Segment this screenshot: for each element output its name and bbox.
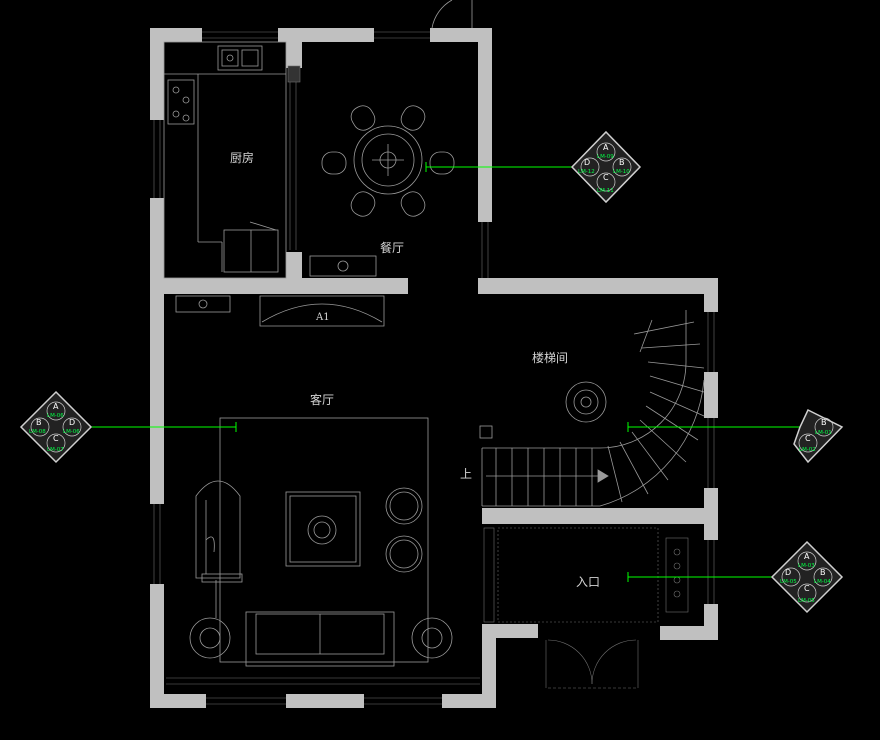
tag-code: LM-03 bbox=[798, 563, 815, 569]
room-labels: 厨房 餐厅 客厅 楼梯间 入口 A1 上 bbox=[230, 150, 600, 589]
dining-table bbox=[353, 125, 423, 195]
tag-letter: C bbox=[804, 584, 810, 593]
tag-code: LM-11 bbox=[597, 188, 614, 194]
tag-letter: A bbox=[53, 402, 59, 411]
living-chaise bbox=[195, 480, 243, 583]
living-poufs bbox=[385, 487, 423, 573]
tag-code: LM-02 bbox=[799, 447, 816, 453]
tag-code: LM-01 bbox=[815, 430, 832, 436]
stairs-label: 楼梯间 bbox=[532, 350, 568, 365]
kitchen-furniture bbox=[163, 41, 287, 279]
tag-letter: B bbox=[821, 418, 827, 427]
wall-marker-label: A1 bbox=[315, 312, 330, 323]
tag-code: LM-10 bbox=[613, 169, 630, 175]
tag-letter: B bbox=[820, 568, 826, 577]
living-curtain bbox=[166, 677, 480, 685]
living-label: 客厅 bbox=[310, 392, 334, 407]
tag-letter: B bbox=[619, 158, 625, 167]
sliding-door bbox=[287, 65, 301, 250]
tag-letter: B bbox=[36, 418, 42, 427]
tag-letter: C bbox=[53, 434, 59, 443]
tag-code: LM-04 bbox=[814, 579, 831, 585]
tag-letter: D bbox=[69, 418, 75, 427]
tag-code: LM-12 bbox=[578, 169, 595, 175]
tag-letter: A bbox=[804, 552, 810, 561]
walls bbox=[150, 28, 718, 708]
dining-chairs bbox=[321, 105, 455, 217]
tag-letter: D bbox=[584, 158, 590, 167]
dining-label: 餐厅 bbox=[380, 240, 404, 255]
tag-code: LM-06 bbox=[63, 429, 80, 435]
entrance-label: 入口 bbox=[576, 575, 600, 589]
elevation-tag-entrance[interactable]: A B C D LM-03 LM-04 LM-05 LM-05 bbox=[770, 540, 844, 614]
tag-code: LM-07 bbox=[47, 447, 64, 453]
tag-code: LM-05 bbox=[798, 598, 815, 604]
elevation-tag-living[interactable]: A B C D LM-06 LM-08 LM-07 LM-06 bbox=[19, 390, 93, 464]
stair-medallion bbox=[565, 381, 607, 423]
living-tv-cabinet bbox=[175, 295, 385, 327]
top-door bbox=[431, 0, 473, 29]
living-sofa bbox=[245, 611, 395, 667]
living-side-tables bbox=[189, 580, 453, 659]
living-rug bbox=[219, 417, 429, 663]
elevation-tag-stairs[interactable]: B C LM-01 LM-02 bbox=[793, 408, 844, 464]
windows bbox=[153, 31, 715, 705]
tag-letter: C bbox=[603, 173, 609, 182]
entrance-area bbox=[483, 527, 689, 689]
tag-code: LM-08 bbox=[29, 429, 46, 435]
tag-code: LM-09 bbox=[597, 154, 614, 160]
tag-code: LM-05 bbox=[780, 579, 797, 585]
tag-letter: C bbox=[805, 434, 811, 443]
callout-lines bbox=[90, 162, 802, 582]
dining-sideboard bbox=[309, 255, 377, 277]
elevation-tag-dining[interactable]: A B C D LM-09 LM-10 LM-11 LM-12 bbox=[570, 130, 642, 204]
tag-letter: D bbox=[785, 568, 791, 577]
staircase bbox=[479, 310, 705, 507]
tag-letter: A bbox=[603, 143, 609, 152]
tag-code: LM-06 bbox=[47, 413, 64, 419]
stair-up-label: 上 bbox=[460, 467, 472, 481]
kitchen-label: 厨房 bbox=[230, 150, 254, 165]
living-coffee-table bbox=[285, 491, 361, 567]
